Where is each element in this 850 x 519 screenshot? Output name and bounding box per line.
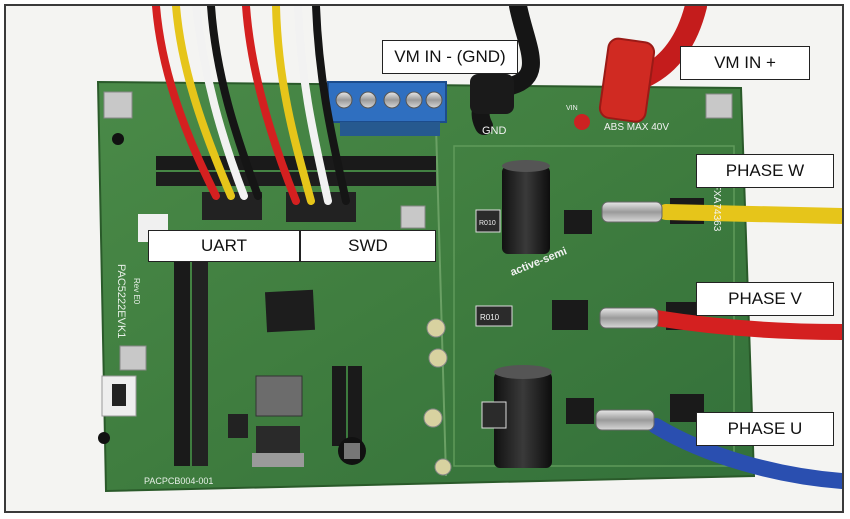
regulator-tab (252, 453, 304, 467)
bulk-cap-top (502, 166, 550, 254)
gnd-post-bottom (98, 432, 110, 444)
board-vin-text: VIN (566, 105, 578, 112)
gnd-post-top (112, 133, 124, 145)
small-ic (228, 414, 248, 438)
bulk-cap-top-lid (502, 160, 550, 172)
small-cap-label (344, 443, 360, 459)
board-gnd-text: GND (482, 125, 507, 137)
bulk-cap-bottom-lid (494, 365, 552, 379)
reset-button-cap (112, 384, 126, 406)
mount-pad-tr (705, 93, 733, 119)
mosfet-u-low (566, 398, 594, 424)
screw-terminal (327, 81, 447, 136)
photo-frame: PAC5222EVK1 Rev E0 GND ABS MAX 40V VIN a… (4, 4, 844, 513)
mount-pad-mid (400, 205, 426, 229)
board-divider (435, 125, 447, 477)
inductor (255, 375, 303, 417)
callout-swd: SWD (300, 230, 436, 262)
board-photo: PAC5222EVK1 Rev E0 GND ABS MAX 40V VIN a… (6, 6, 842, 511)
vm-plus-boot (598, 37, 656, 123)
mosfet-w-low (564, 210, 592, 234)
phase-v-wire (599, 307, 842, 340)
board-absmax-text: ABS MAX 40V (604, 122, 669, 133)
shunt-resistor-v (475, 305, 513, 327)
mcu-chip (264, 289, 316, 333)
callout-phase-w: PHASE W (696, 154, 834, 188)
regulator (256, 426, 300, 456)
board-serial-text: FXA74363 (711, 184, 722, 232)
callout-vm-in-gnd: VM IN - (GND) (382, 40, 518, 74)
mosfet-v-low (552, 300, 588, 330)
board-model-text: PAC5222EVK1 (115, 264, 127, 338)
shunt-label-v: R010 (480, 313, 500, 322)
signal-wires (152, 6, 350, 205)
board-rev-text: Rev E0 (132, 278, 141, 305)
mount-pad-left (119, 345, 147, 371)
phase-u-wire (595, 409, 842, 489)
mount-screws (423, 318, 452, 476)
shunt-resistor-w (475, 209, 501, 233)
phase-w-wire (601, 201, 842, 224)
callout-vm-in-plus: VM IN + (680, 46, 810, 80)
vin-led (574, 114, 590, 130)
callout-phase-u: PHASE U (696, 412, 834, 446)
pin-header-mid (332, 366, 362, 446)
pin-header-main (174, 256, 208, 466)
bulk-cap-bottom (494, 372, 552, 468)
gnd-lug-boot (470, 74, 514, 114)
board-part-id-text: PACPCB004-001 (144, 476, 213, 486)
callout-uart: UART (148, 230, 300, 262)
shunt-resistor-u (481, 401, 507, 429)
callout-phase-v: PHASE V (696, 282, 834, 316)
shunt-label-w: R010 (479, 220, 496, 227)
mount-pad-tl (103, 91, 133, 119)
